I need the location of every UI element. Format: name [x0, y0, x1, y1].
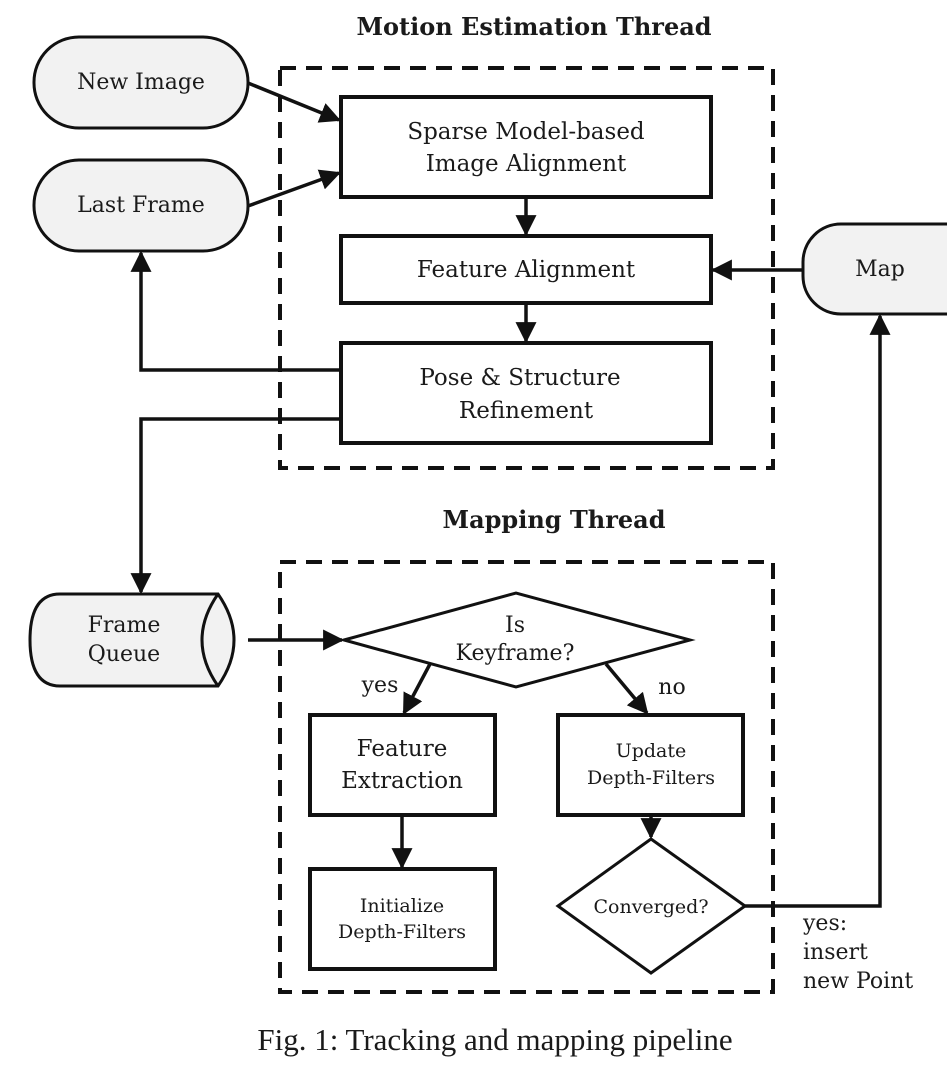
- edge-converged-to-map: [745, 313, 891, 908]
- edge-label-insert-line3: new Point: [803, 969, 913, 994]
- edge-new-image-to-sparse: [247, 81, 341, 123]
- edge-label-no: no: [658, 675, 685, 700]
- edges: [130, 81, 891, 908]
- edge-label-insert-line2: insert: [803, 940, 868, 965]
- initialize-depth-filters-label-line2: Depth-Filters: [338, 921, 466, 943]
- last-frame-label: Last Frame: [77, 193, 205, 218]
- edge-last-frame-to-sparse: [247, 169, 341, 208]
- map-node: Map: [801, 222, 947, 316]
- feature-alignment-box: Feature Alignment: [339, 234, 713, 305]
- feature-extraction-label-line1: Feature: [357, 736, 448, 762]
- edge-label-insert-line1: yes:: [802, 911, 847, 936]
- motion-thread-title: Motion Estimation Thread: [356, 12, 711, 41]
- sparse-image-alignment-box: Sparse Model-based Image Alignment: [339, 95, 713, 199]
- pose-refinement-label-line2: Refinement: [459, 398, 594, 424]
- motion-thread-container: [278, 66, 775, 470]
- new-image-node: New Image: [32, 35, 250, 130]
- sparse-alignment-label-line1: Sparse Model-based: [407, 119, 645, 145]
- keyframe-label-line2: Keyframe?: [456, 641, 575, 666]
- is-keyframe-decision: Is Keyframe?: [338, 591, 696, 689]
- edge-keyframe-yes: [402, 663, 432, 715]
- mapping-thread-container: [278, 560, 775, 994]
- map-label: Map: [855, 257, 905, 282]
- mapping-thread-title: Mapping Thread: [443, 505, 666, 534]
- update-depth-filters-label-line2: Depth-Filters: [587, 767, 715, 789]
- edge-pose-to-last-frame: [130, 250, 341, 372]
- frame-queue-label-line2: Queue: [88, 642, 160, 667]
- edge-keyframe-no: [604, 662, 649, 715]
- converged-label: Converged?: [593, 896, 708, 918]
- new-image-label: New Image: [77, 70, 205, 95]
- update-depth-filters-box: Update Depth-Filters: [556, 713, 745, 817]
- keyframe-label-line1: Is: [505, 613, 525, 638]
- frame-queue-label-line1: Frame: [88, 613, 161, 638]
- sparse-alignment-label-line2: Image Alignment: [426, 151, 627, 177]
- initialize-depth-filters-label-line1: Initialize: [360, 895, 444, 917]
- feature-extraction-box: Feature Extraction: [308, 713, 497, 817]
- pose-structure-refinement-box: Pose & Structure Refinement: [339, 341, 713, 445]
- initialize-depth-filters-box: Initialize Depth-Filters: [308, 867, 497, 971]
- edge-pose-to-frame-queue: [130, 417, 341, 595]
- update-depth-filters-label-line1: Update: [616, 740, 687, 762]
- edge-label-yes: yes: [361, 673, 399, 698]
- last-frame-node: Last Frame: [32, 158, 250, 253]
- pose-refinement-label-line1: Pose & Structure: [419, 365, 620, 391]
- feature-alignment-label: Feature Alignment: [417, 257, 636, 283]
- feature-extraction-label-line2: Extraction: [341, 768, 463, 794]
- figure-caption: Fig. 1: Tracking and mapping pipeline: [257, 1022, 732, 1057]
- converged-decision: Converged?: [555, 837, 748, 975]
- frame-queue-node: Frame Queue: [28, 592, 236, 688]
